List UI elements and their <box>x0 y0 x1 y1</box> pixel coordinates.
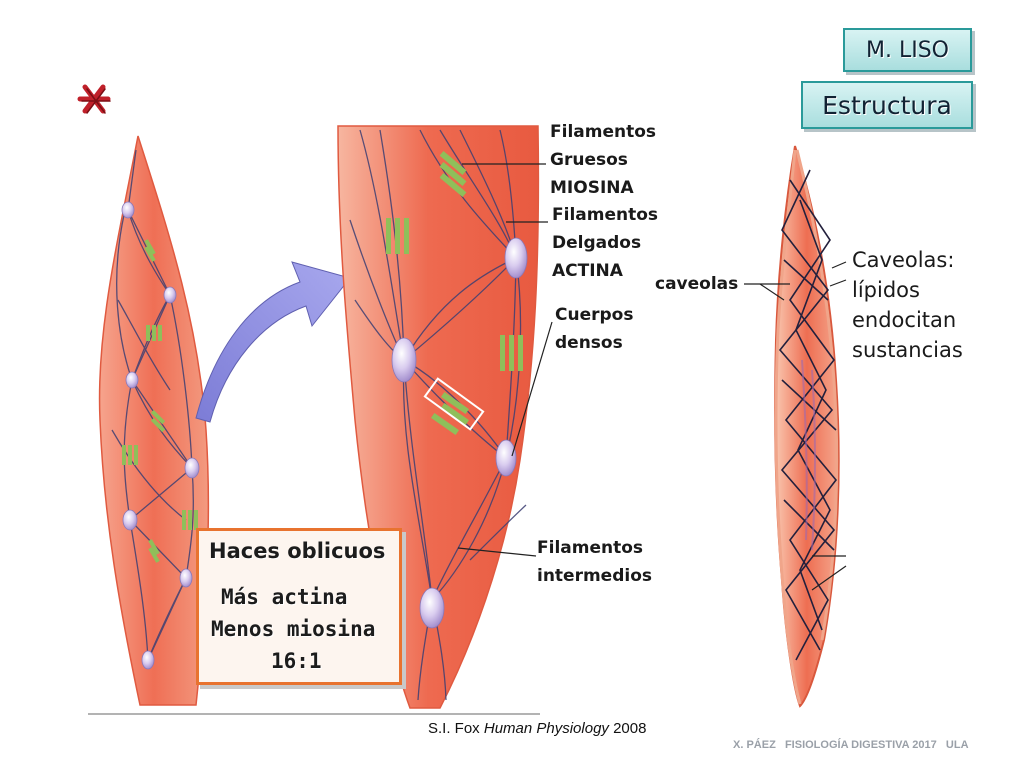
enlarged-dense-bodies <box>391 237 528 629</box>
left-dense-bodies <box>121 201 200 670</box>
slide-footer: X. PÁEZ FISIOLOGÍA DIGESTIVA 2017 ULA <box>733 739 969 751</box>
callout-less-myosin: Menos miosina <box>211 617 376 641</box>
asterisk-graphic <box>77 84 111 114</box>
zoom-arrow <box>195 261 351 423</box>
intermediate-filaments-label: Filamentos intermedios <box>537 538 653 586</box>
left-actin-bars <box>122 239 198 563</box>
dense-bodies-label: Cuerpos densos <box>555 305 634 353</box>
enlarged-actin-bars <box>386 151 523 436</box>
caveolae-muscle-cell <box>744 145 847 708</box>
source-citation: S.I. Fox Human Physiology 2008 <box>428 720 647 737</box>
oblique-bundles-callout: Haces oblicuos Más actina Menos miosina … <box>196 528 402 685</box>
muscle-type-label: M. LISO <box>866 37 949 63</box>
section-tag: Estructura <box>801 81 973 129</box>
label-leader-lines <box>457 163 553 557</box>
sarcomere-highlight-box <box>423 377 485 431</box>
left-muscle-cell <box>88 135 540 715</box>
caveolas-note: Caveolas: lípidos endocitan sustancias <box>852 248 963 362</box>
caveolas-label: caveolas <box>655 274 739 294</box>
callout-ratio: 16:1 <box>271 649 322 673</box>
callout-more-actin: Más actina <box>221 585 348 609</box>
muscle-type-tag: M. LISO <box>843 28 972 72</box>
section-label: Estructura <box>822 90 952 120</box>
thick-filaments-label: Filamentos Gruesos MIOSINA <box>550 122 657 198</box>
thin-filaments-label: Filamentos Delgados ACTINA <box>552 205 659 281</box>
callout-title: Haces oblicuos <box>209 539 386 563</box>
